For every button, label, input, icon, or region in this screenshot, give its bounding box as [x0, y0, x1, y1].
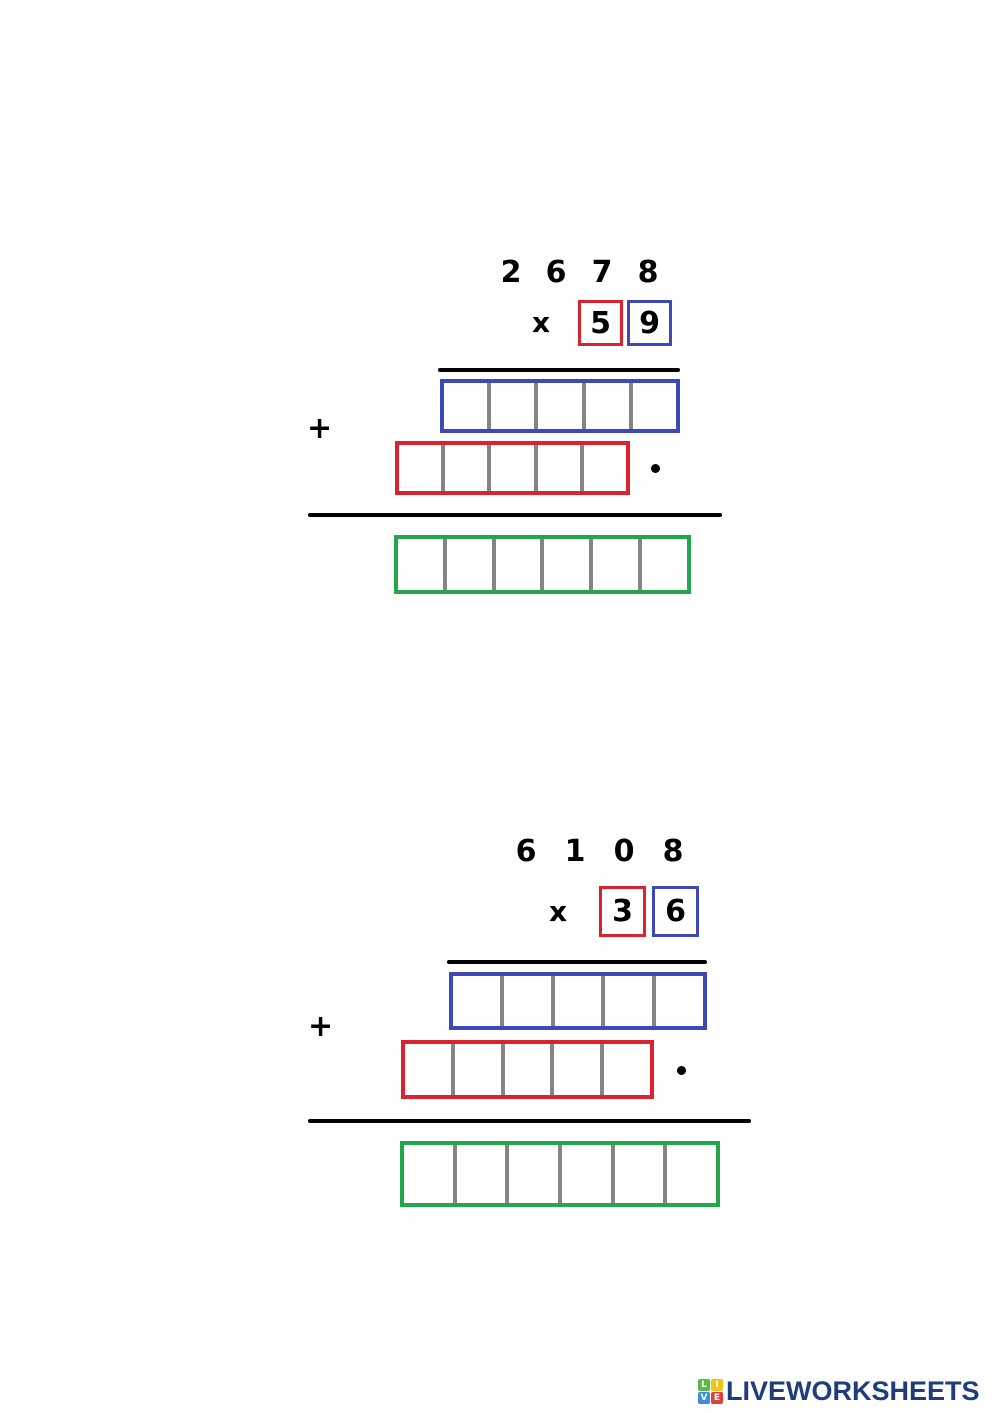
- logo-tile: V: [698, 1392, 710, 1404]
- answer-cell[interactable]: [399, 445, 446, 491]
- answer-input[interactable]: [456, 1145, 506, 1203]
- tens-product-row: [401, 1040, 654, 1099]
- answer-input[interactable]: [399, 445, 442, 491]
- answer-cell[interactable]: [554, 976, 606, 1026]
- answer-input[interactable]: [632, 383, 677, 429]
- answer-input[interactable]: [404, 1145, 453, 1203]
- answer-input[interactable]: [604, 1044, 650, 1095]
- answer-cell[interactable]: [491, 445, 538, 491]
- units-product-row: [449, 972, 707, 1030]
- multiplicand-digit: 7: [591, 255, 613, 290]
- answer-input[interactable]: [537, 445, 580, 491]
- multiplicand-digit: 0: [613, 834, 635, 869]
- answer-input[interactable]: [614, 1145, 664, 1203]
- answer-input[interactable]: [454, 1044, 501, 1095]
- multiplier-tens-box: 3: [599, 886, 646, 937]
- answer-cell[interactable]: [404, 1145, 457, 1203]
- multiplier-tens-box: 5: [578, 300, 623, 346]
- answer-input[interactable]: [509, 1145, 559, 1203]
- answer-cell[interactable]: [538, 383, 586, 429]
- sum-row: [400, 1141, 720, 1207]
- answer-input[interactable]: [495, 539, 541, 590]
- answer-input[interactable]: [446, 539, 492, 590]
- placeholder-dot: [651, 464, 660, 473]
- sum-rule: [308, 513, 722, 517]
- times-sign: x: [549, 895, 568, 928]
- multiplicand-digit: 8: [662, 834, 684, 869]
- answer-input[interactable]: [491, 383, 535, 429]
- answer-input[interactable]: [583, 445, 627, 491]
- multiplication-rule: [447, 960, 707, 964]
- multiplier-units-box: 6: [652, 886, 699, 937]
- answer-cell[interactable]: [454, 1044, 505, 1095]
- answer-input[interactable]: [504, 1044, 551, 1095]
- logo-text: LIVEWORKSHEETS: [726, 1376, 980, 1406]
- answer-cell[interactable]: [642, 539, 687, 590]
- logo-tile: E: [711, 1392, 723, 1404]
- answer-cell[interactable]: [604, 1044, 650, 1095]
- answer-input[interactable]: [444, 383, 488, 429]
- answer-cell[interactable]: [656, 976, 703, 1026]
- answer-cell[interactable]: [585, 383, 633, 429]
- answer-input[interactable]: [554, 1044, 601, 1095]
- answer-cell[interactable]: [544, 539, 594, 590]
- answer-cell[interactable]: [495, 539, 545, 590]
- answer-input[interactable]: [554, 976, 602, 1026]
- answer-input[interactable]: [667, 1145, 717, 1203]
- answer-cell[interactable]: [398, 539, 447, 590]
- units-product-row: [440, 379, 680, 433]
- answer-cell[interactable]: [632, 383, 677, 429]
- answer-input[interactable]: [544, 539, 590, 590]
- answer-input[interactable]: [593, 539, 639, 590]
- times-sign: x: [532, 306, 551, 339]
- multiplicand-digit: 2: [500, 255, 522, 290]
- answer-cell[interactable]: [554, 1044, 605, 1095]
- answer-cell[interactable]: [667, 1145, 717, 1203]
- placeholder-dot: [677, 1066, 686, 1075]
- answer-input[interactable]: [605, 976, 653, 1026]
- answer-cell[interactable]: [562, 1145, 615, 1203]
- answer-cell[interactable]: [593, 539, 643, 590]
- answer-input[interactable]: [445, 445, 488, 491]
- multiplicand-digit: 6: [545, 255, 567, 290]
- answer-cell[interactable]: [453, 976, 504, 1026]
- answer-input[interactable]: [491, 445, 534, 491]
- logo-tile: I: [711, 1379, 723, 1391]
- answer-input[interactable]: [562, 1145, 611, 1203]
- answer-cell[interactable]: [583, 445, 627, 491]
- answer-cell[interactable]: [509, 1145, 563, 1203]
- answer-input[interactable]: [453, 976, 500, 1026]
- logo-tile: L: [698, 1379, 710, 1391]
- sum-rule: [308, 1119, 751, 1123]
- multiplier-units-box: 9: [627, 300, 672, 346]
- liveworksheets-logo: L I V E LIVEWORKSHEETS: [698, 1378, 980, 1405]
- answer-cell[interactable]: [504, 1044, 555, 1095]
- answer-cell[interactable]: [444, 383, 492, 429]
- answer-cell[interactable]: [405, 1044, 455, 1095]
- answer-cell[interactable]: [605, 976, 657, 1026]
- answer-cell[interactable]: [446, 539, 496, 590]
- answer-input[interactable]: [503, 976, 551, 1026]
- multiplication-rule: [438, 368, 680, 372]
- answer-input[interactable]: [538, 383, 582, 429]
- logo-tiles-icon: L I V E: [698, 1379, 723, 1404]
- answer-cell[interactable]: [456, 1145, 510, 1203]
- answer-cell[interactable]: [445, 445, 492, 491]
- answer-cell[interactable]: [537, 445, 584, 491]
- answer-cell[interactable]: [491, 383, 539, 429]
- plus-sign: +: [308, 1009, 334, 1044]
- multiplicand-digit: 1: [564, 834, 586, 869]
- answer-cell[interactable]: [614, 1145, 668, 1203]
- multiplicand-digit: 6: [515, 834, 537, 869]
- tens-product-row: [395, 441, 630, 495]
- answer-input[interactable]: [405, 1044, 451, 1095]
- plus-sign: +: [307, 411, 333, 446]
- answer-input[interactable]: [656, 976, 703, 1026]
- answer-input[interactable]: [398, 539, 443, 590]
- sum-row: [394, 535, 691, 594]
- multiplicand-digit: 8: [637, 255, 659, 290]
- answer-cell[interactable]: [503, 976, 555, 1026]
- answer-input[interactable]: [585, 383, 629, 429]
- answer-input[interactable]: [642, 539, 687, 590]
